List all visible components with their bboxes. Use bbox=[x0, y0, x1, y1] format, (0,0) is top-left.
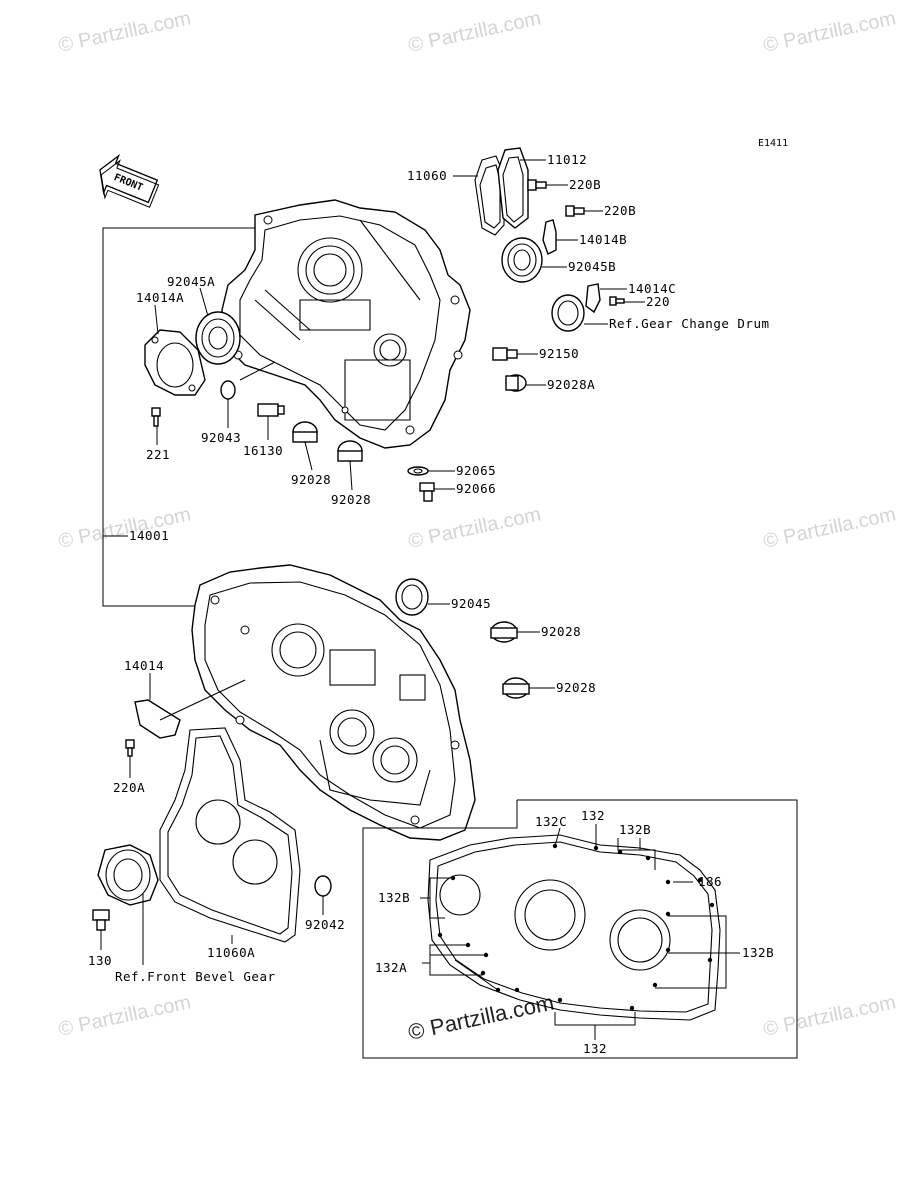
part-11060-gasket bbox=[474, 155, 505, 236]
label-92045A: 92045A bbox=[167, 274, 215, 289]
label-132B-top: 132B bbox=[619, 822, 651, 837]
part-14014-bracket bbox=[134, 699, 181, 739]
part-92045B-bearing bbox=[501, 237, 543, 283]
label-92043: 92043 bbox=[201, 430, 241, 445]
part-92043-pin bbox=[220, 380, 236, 400]
watermarks: © Partzilla.com © Partzilla.com © Partzi… bbox=[56, 7, 897, 1045]
label-ref-gear-change-drum: Ref.Gear Change Drum bbox=[609, 316, 770, 331]
label-132B-right: 132B bbox=[742, 945, 774, 960]
part-gear-change-drum-bearing bbox=[551, 294, 585, 332]
label-220B-1: 220B bbox=[569, 177, 601, 192]
label-92045B: 92045B bbox=[568, 259, 616, 274]
label-ref-front-bevel-gear: Ref.Front Bevel Gear bbox=[115, 969, 276, 984]
inset-bolt-detail bbox=[362, 799, 798, 1059]
part-14014A-cover bbox=[144, 329, 206, 396]
label-92065: 92065 bbox=[456, 463, 496, 478]
part-220-bolt bbox=[609, 296, 625, 306]
part-92028-plug-1 bbox=[292, 421, 318, 443]
label-92028A: 92028A bbox=[547, 377, 595, 392]
part-92028-plug-4 bbox=[502, 677, 530, 699]
label-186: 186 bbox=[698, 874, 722, 889]
part-16130-jet bbox=[257, 403, 285, 417]
label-16130: 16130 bbox=[243, 443, 283, 458]
part-92045A-bearing bbox=[195, 311, 241, 365]
diagram-code: E1411 bbox=[758, 138, 788, 149]
label-132-top: 132 bbox=[581, 808, 605, 823]
watermark-main: © Partzilla.com bbox=[406, 990, 556, 1045]
label-92045: 92045 bbox=[451, 596, 491, 611]
label-132B-left: 132B bbox=[378, 890, 410, 905]
bracket-14001 bbox=[102, 227, 260, 607]
watermark-3: © Partzilla.com bbox=[761, 7, 897, 57]
part-92066-plug bbox=[419, 482, 435, 502]
label-92028-2: 92028 bbox=[331, 492, 371, 507]
watermark-5: © Partzilla.com bbox=[406, 503, 542, 553]
part-130-bolt bbox=[92, 909, 110, 931]
label-92028-1: 92028 bbox=[291, 472, 331, 487]
part-labels: 11060 11012 220B 220B 14014B 92045B 1401… bbox=[88, 152, 774, 1056]
label-11012: 11012 bbox=[547, 152, 587, 167]
part-14014B-plate bbox=[542, 219, 557, 255]
label-14014: 14014 bbox=[124, 658, 164, 673]
label-220B-2: 220B bbox=[604, 203, 636, 218]
part-92028A-plug bbox=[505, 374, 527, 392]
part-11060A-gasket bbox=[159, 727, 301, 943]
label-221: 221 bbox=[146, 447, 170, 462]
label-14014A: 14014A bbox=[136, 290, 184, 305]
watermark-8: © Partzilla.com bbox=[761, 991, 897, 1041]
part-11012-plate bbox=[497, 147, 529, 229]
watermark-2: © Partzilla.com bbox=[406, 7, 542, 57]
label-11060A: 11060A bbox=[207, 945, 255, 960]
label-92066: 92066 bbox=[456, 481, 496, 496]
label-130: 130 bbox=[88, 953, 112, 968]
watermark-6: © Partzilla.com bbox=[761, 503, 897, 553]
part-220A-bolt bbox=[125, 739, 135, 757]
part-92065-washer bbox=[407, 466, 429, 476]
label-14014C: 14014C bbox=[628, 281, 676, 296]
label-220A: 220A bbox=[113, 780, 145, 795]
label-92028-4: 92028 bbox=[556, 680, 596, 695]
part-14014C-plate bbox=[585, 283, 601, 314]
label-92042: 92042 bbox=[305, 917, 345, 932]
lower-crankcase bbox=[191, 564, 476, 841]
label-11060: 11060 bbox=[407, 168, 447, 183]
label-14014B: 14014B bbox=[579, 232, 627, 247]
watermark-4: © Partzilla.com bbox=[56, 503, 192, 553]
part-92042-pin bbox=[314, 875, 332, 897]
part-92028-plug-3 bbox=[490, 621, 518, 643]
label-92150: 92150 bbox=[539, 346, 579, 361]
leader-lines bbox=[100, 159, 645, 965]
watermark-7: © Partzilla.com bbox=[56, 991, 192, 1041]
label-220: 220 bbox=[646, 294, 670, 309]
part-92028-plug-2 bbox=[337, 440, 363, 462]
upper-crankcase bbox=[221, 199, 471, 449]
label-14001: 14001 bbox=[129, 528, 169, 543]
label-132-bottom: 132 bbox=[583, 1041, 607, 1056]
label-132C: 132C bbox=[535, 814, 567, 829]
label-132A: 132A bbox=[375, 960, 407, 975]
part-92150-stud bbox=[492, 347, 518, 361]
part-220B-bolt-1 bbox=[527, 179, 547, 191]
part-92045-bearing bbox=[395, 578, 429, 616]
part-221-bolt bbox=[151, 407, 161, 427]
front-arrow-icon: FRONT bbox=[99, 153, 160, 208]
part-220B-bolt-2 bbox=[565, 205, 585, 217]
watermark-1: © Partzilla.com bbox=[56, 7, 192, 57]
label-92028-3: 92028 bbox=[541, 624, 581, 639]
part-front-bevel-gear-housing bbox=[97, 844, 159, 906]
